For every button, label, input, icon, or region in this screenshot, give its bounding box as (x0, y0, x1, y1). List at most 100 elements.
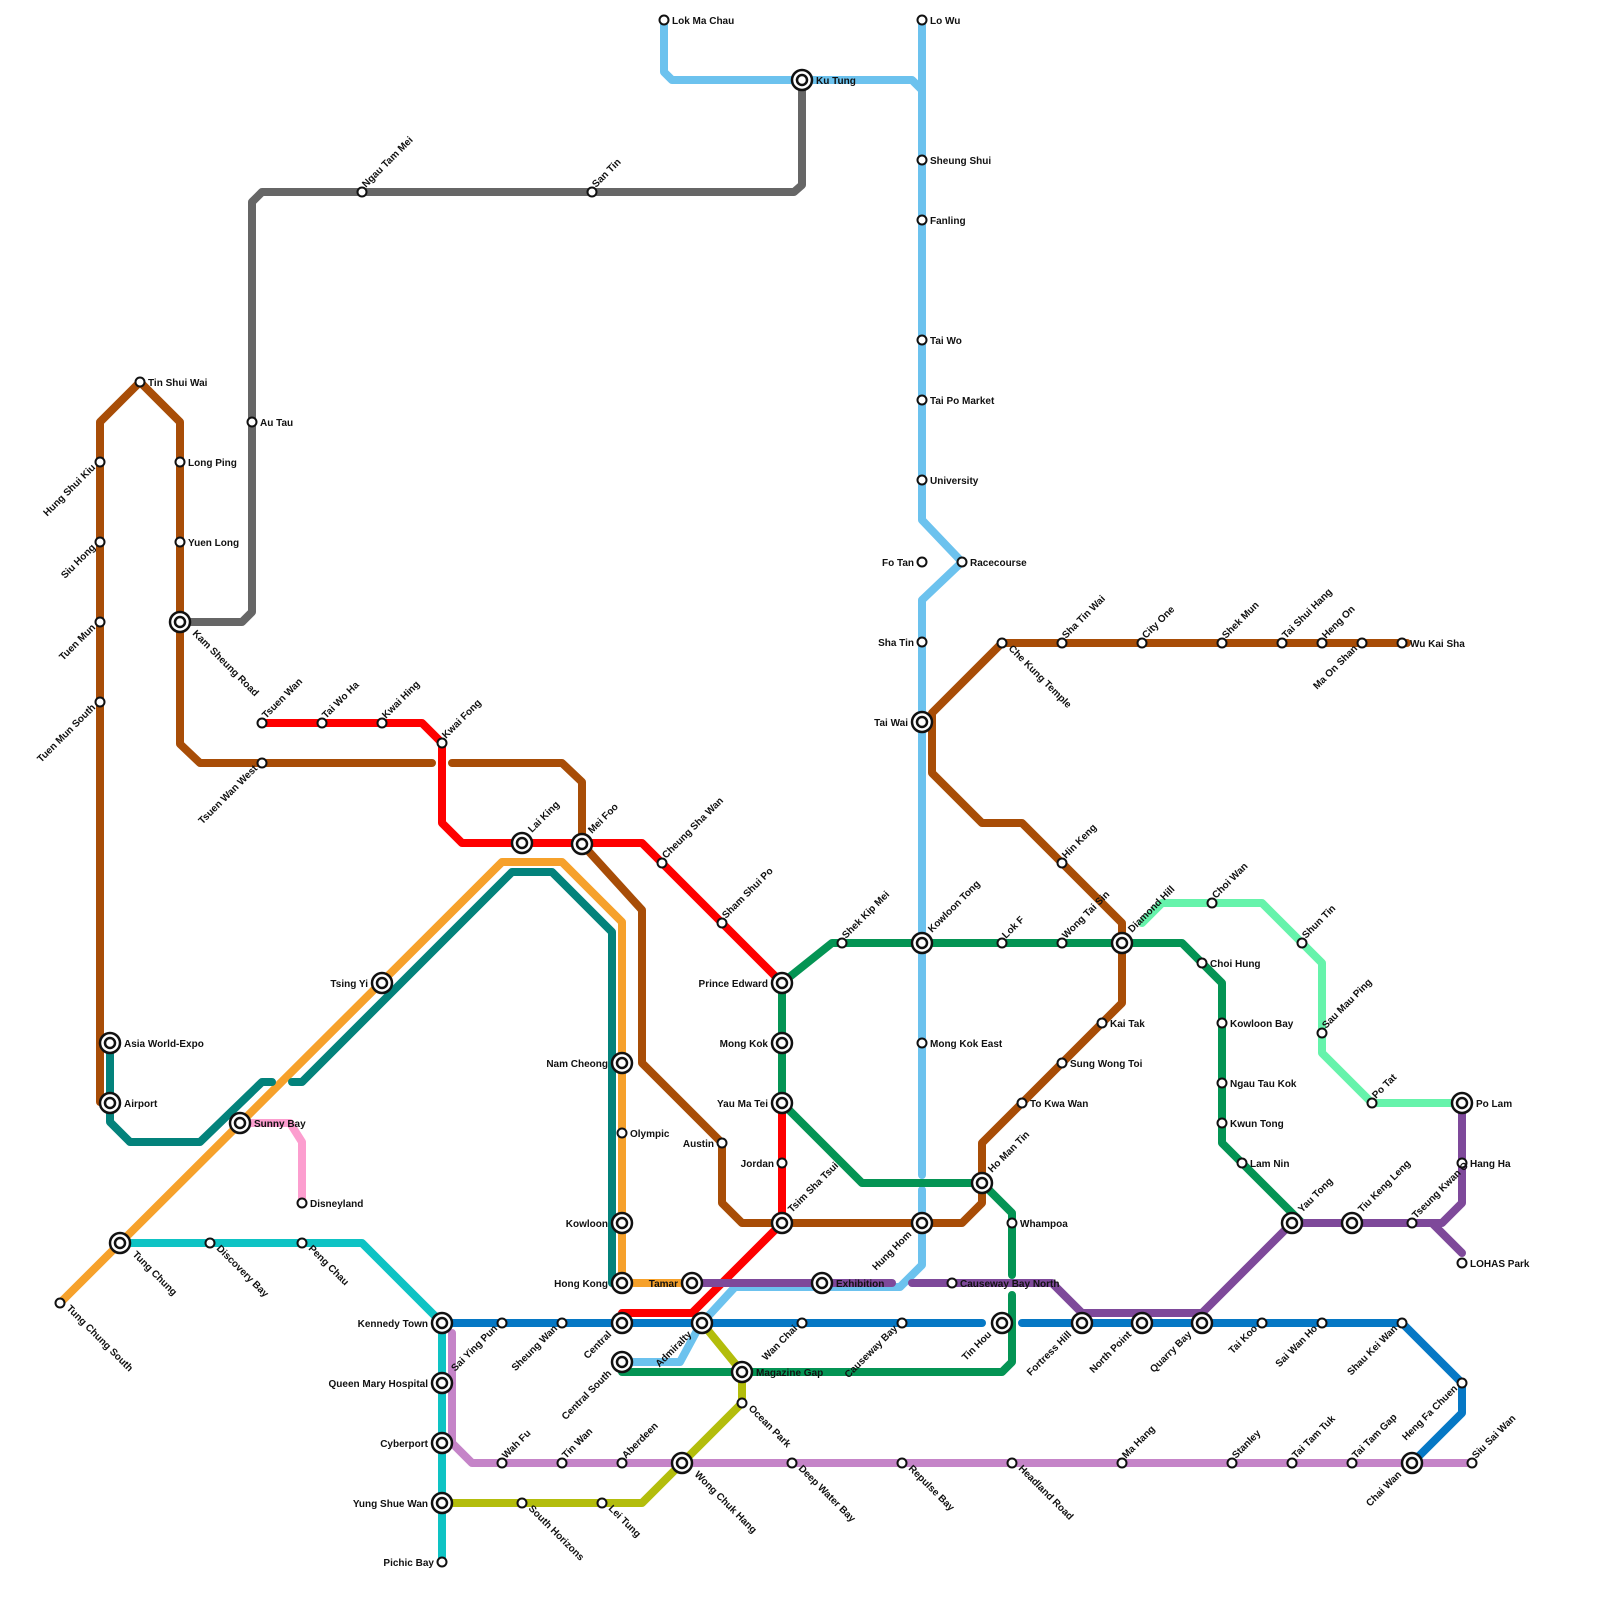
interchange-marker-core (615, 1216, 629, 1230)
station-hong-kong: Hong Kong (554, 1271, 634, 1295)
station-label: Tai Tam Gap (1350, 1412, 1399, 1461)
station-label: Sunny Bay (254, 1119, 306, 1130)
station-label: Lai King (526, 799, 562, 835)
stop-marker (916, 474, 928, 486)
interchange-marker-core (575, 837, 589, 851)
stop-marker (596, 1497, 608, 1509)
station-label: Mong Kok East (930, 1039, 1003, 1050)
station-label: Sai Wan Ho (1274, 1323, 1320, 1369)
station-pichic-bay: Pichic Bay (383, 1556, 448, 1569)
station-lo-wu: Lo Wu (916, 14, 960, 27)
station-label: Au Tau (260, 418, 293, 429)
stop-marker (1316, 1317, 1328, 1329)
station-label: Sha Tin Wai (1060, 594, 1108, 642)
station-kwai-fong: Kwai Fong (436, 698, 484, 749)
stop-marker (174, 536, 186, 548)
interchange-marker-core (173, 615, 187, 629)
station-label: Tai Wai (874, 718, 908, 729)
station-label: Diamond Hill (1126, 884, 1177, 935)
interchange-marker-core (775, 976, 789, 990)
stop-marker (1356, 637, 1368, 649)
station-label: Magazine Gap (756, 1368, 823, 1379)
station-label: Ocean Park (746, 1403, 793, 1450)
stop-marker (896, 1457, 908, 1469)
stop-marker (246, 416, 258, 428)
station-label: San Tin (590, 157, 623, 190)
stop-marker (586, 186, 598, 198)
stop-marker (658, 14, 670, 26)
station-label: Sheung Wan (510, 1323, 560, 1373)
grey-line (176, 76, 806, 626)
station-au-tau: Au Tau (246, 416, 293, 429)
station-headland-road: Headland Road (1006, 1457, 1075, 1523)
station-che-kung-temple: Che Kung Temple (996, 637, 1074, 711)
teal-line (106, 868, 616, 1287)
station-label: Shun Tin (1300, 903, 1338, 941)
station-label: Lok Ma Chau (672, 16, 734, 27)
interchange-marker-core (795, 73, 809, 87)
station-label: Yau Tong (1296, 1176, 1335, 1215)
station-label: Lo Wu (930, 16, 960, 27)
station-ngau-tau-kok: Ngau Tau Kok (1216, 1077, 1297, 1090)
purple-line (698, 1099, 1466, 1317)
interchange-marker-core (915, 715, 929, 729)
stop-marker (436, 737, 448, 749)
station-airport: Airport (98, 1091, 158, 1115)
interchange-marker-core (515, 836, 529, 850)
interchange-marker-core (815, 1276, 829, 1290)
station-hang-hau: Hang Ha (1456, 1157, 1511, 1170)
station-label: Mong Kok (720, 1039, 769, 1050)
stop-marker (1396, 1317, 1408, 1329)
station-label: Tsim Sha Tsui (786, 1160, 841, 1215)
station-causeway-bay-north: Causeway Bay North (946, 1277, 1059, 1290)
stop-marker (1466, 1457, 1478, 1469)
station-label: Sau Mau Ping (1320, 977, 1374, 1031)
station-label: Yuen Long (188, 538, 239, 549)
station-label: Sheung Shui (930, 156, 991, 167)
station-central-south: Central South (560, 1350, 634, 1422)
stop-marker (1116, 1457, 1128, 1469)
station-label: Fanling (930, 216, 966, 227)
stop-marker (174, 456, 186, 468)
station-label: Aberdeen (620, 1421, 660, 1461)
stop-marker (916, 1037, 928, 1049)
station-tamar: Tamar (649, 1271, 704, 1295)
station-label: Po Tat (1370, 1072, 1399, 1101)
interchange-marker-core (1115, 936, 1129, 950)
stop-marker (916, 556, 928, 568)
interchange-marker-core (233, 1116, 247, 1130)
stop-marker (996, 937, 1008, 949)
stop-marker (786, 1457, 798, 1469)
station-label: Hang Ha (1470, 1159, 1511, 1170)
stop-marker (496, 1457, 508, 1469)
stop-marker (896, 1317, 908, 1329)
station-label: Tin Hou (960, 1329, 994, 1363)
orange-line (56, 858, 696, 1307)
station-label: Tai Wo (930, 336, 962, 347)
station-label: Long Ping (188, 458, 237, 469)
station-magazine-gap: Magazine Gap (730, 1360, 823, 1384)
station-wong-tai-sin: Wong Tai Sin (1056, 889, 1112, 949)
station-shek-kip-mei: Shek Kip Mei (836, 889, 892, 949)
station-label: Whampoa (1020, 1219, 1068, 1230)
station-label: Ngau Tam Mei (360, 135, 415, 190)
interchange-marker-core (435, 1316, 449, 1330)
interchange-marker-core (995, 1316, 1009, 1330)
station-shun-tin: Shun Tin (1296, 903, 1338, 949)
stop-marker (94, 536, 106, 548)
station-fanling: Fanling (916, 214, 966, 227)
station-olympic: Olympic (616, 1127, 670, 1140)
stop-marker (776, 1157, 788, 1169)
interchange-marker-core (435, 1496, 449, 1510)
station-label: Tsuen Wan (260, 676, 305, 721)
station-university: University (916, 474, 979, 487)
stop-marker (1296, 937, 1308, 949)
station-lohas-park: LOHAS Park (1456, 1257, 1530, 1270)
station-lok-ma-chau: Lok Ma Chau (658, 14, 734, 27)
station-label: Causeway Bay North (960, 1279, 1059, 1290)
stop-marker (1366, 1097, 1378, 1109)
station-label: South Horizons (526, 1503, 586, 1563)
station-yau-ma-tei: Yau Ma Tei (717, 1091, 794, 1115)
station-label: Choi Wan (1210, 861, 1250, 901)
